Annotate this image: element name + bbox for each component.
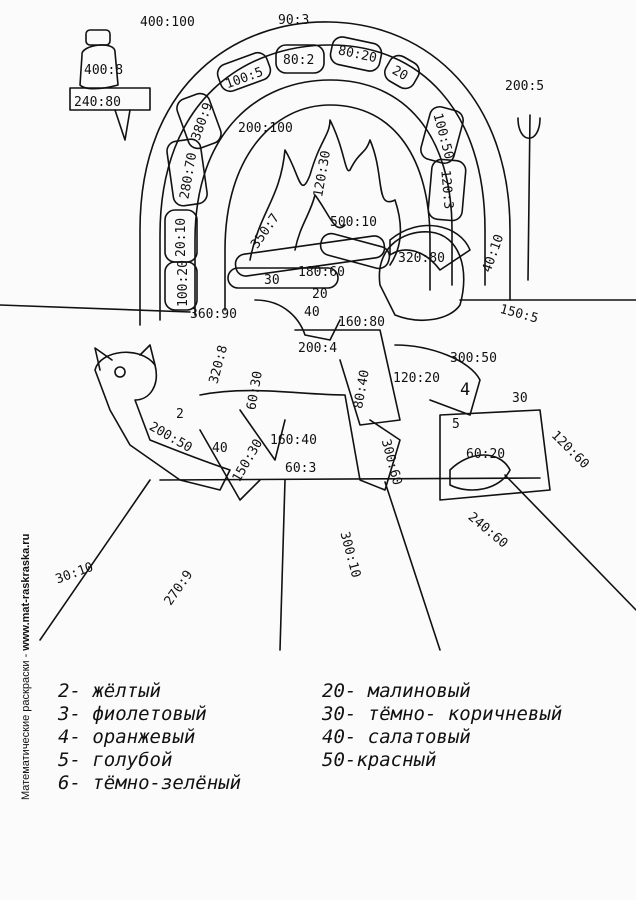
color-legend-left: 2- жёлтый 3- фиолетовый 4- оранжевый 5- … [58, 680, 241, 795]
legend-item: 4- оранжевый [58, 726, 196, 748]
expr-30a: 30 [264, 273, 280, 288]
expr-500-10: 500:10 [330, 215, 377, 230]
cat [94, 351, 231, 491]
expr-20: 20 [389, 63, 410, 84]
expr-280-70: 280:70 [177, 151, 200, 200]
expr-240-60: 240:60 [465, 510, 511, 552]
expr-320-8: 320:8 [207, 344, 232, 386]
stool [439, 409, 551, 501]
expr-20a: 20 [312, 287, 328, 302]
expr-30-10: 30:10 [54, 560, 96, 587]
floor-line-1 [39, 479, 151, 641]
legend-item: 3- фиолетовый [58, 703, 207, 725]
boy-cap [389, 224, 471, 271]
expr-100-5: 100:5 [223, 65, 265, 92]
legend-item: 5- голубой [58, 749, 173, 771]
legend-item: 6- тёмно-зелёный [58, 772, 242, 794]
expr-2: 2 [176, 407, 184, 422]
boy-legs [199, 389, 401, 491]
floor-line-4 [504, 474, 636, 611]
expr-80-40: 80:40 [351, 369, 373, 410]
expr-320-80: 320:80 [398, 251, 445, 266]
floor-line-3 [384, 481, 441, 651]
expr-400-8: 400:8 [84, 63, 123, 78]
poker [517, 114, 541, 281]
expr-80-2: 80:2 [283, 53, 314, 68]
caption-site: www.mat-raskraska.ru [20, 533, 32, 651]
boy-torso [294, 329, 401, 426]
expr-60-30: 60:30 [244, 370, 266, 411]
expr-160-80: 160:80 [338, 315, 385, 330]
arch-outer [139, 21, 511, 326]
legend-item: 30- тёмно- коричневый [322, 703, 563, 725]
wall-line-left [0, 304, 191, 313]
expr-40b: 40 [212, 441, 228, 456]
expr-240-80: 240:80 [74, 95, 121, 110]
site-caption: Математические раскраски - www.mat-raskr… [20, 534, 32, 800]
expr-400-100: 400:100 [140, 15, 195, 30]
expr-270-9: 270:9 [162, 568, 197, 609]
expr-40a: 40 [304, 305, 320, 320]
legend-item: 2- жёлтый [58, 680, 161, 702]
boy-arm-right [394, 344, 481, 416]
expr-150-30: 150:30 [230, 437, 266, 485]
expr-350-7: 350:7 [248, 211, 283, 252]
expr-100-50: 100:50 [430, 112, 457, 161]
firebox [224, 104, 431, 311]
expr-30b: 30 [512, 391, 528, 406]
expr-300-50: 300:50 [450, 351, 497, 366]
expr-360-90: 360:90 [190, 307, 237, 322]
legend-item: 40- салатовый [322, 726, 471, 748]
expr-20-10: 20:10 [174, 218, 189, 257]
expr-90-3: 90:3 [278, 13, 309, 28]
expr-200-50: 200:50 [146, 419, 194, 455]
expr-60-20: 60:20 [466, 447, 505, 462]
expr-120-60: 120:60 [548, 428, 592, 472]
expr-60-3: 60:3 [285, 461, 316, 476]
expr-380-9: 380:9 [189, 101, 216, 143]
floor-horizon [159, 477, 541, 481]
expr-200-100: 200:100 [238, 121, 293, 136]
expr-300-10: 300:10 [336, 530, 363, 579]
expr-200-5: 200:5 [505, 79, 544, 94]
expr-120-20: 120:20 [393, 371, 440, 386]
expr-180-60: 180:60 [298, 265, 345, 280]
legend-item: 20- малиновый [322, 680, 471, 702]
expr-120-30: 120:30 [311, 149, 334, 198]
expr-200-4: 200:4 [298, 341, 337, 356]
expr-120-3: 120:3 [437, 169, 455, 209]
expr-40-10: 40:10 [480, 233, 507, 275]
color-legend-right: 20- малиновый 30- тёмно- коричневый 40- … [322, 680, 562, 772]
boy-arm-left [254, 299, 341, 341]
boy-head [378, 231, 465, 321]
expr-80-20: 80:20 [337, 43, 378, 66]
legend-item: 50-красный [322, 749, 437, 771]
caption-prefix: Математические раскраски - [20, 650, 32, 800]
expr-4: 4 [460, 380, 470, 400]
floor-line-2 [279, 479, 286, 651]
expr-5: 5 [452, 417, 460, 432]
expr-150-5: 150:5 [498, 302, 540, 327]
flames [249, 119, 402, 266]
expr-100-20: 100:20 [176, 260, 191, 307]
expr-160-40: 160:40 [270, 433, 317, 448]
